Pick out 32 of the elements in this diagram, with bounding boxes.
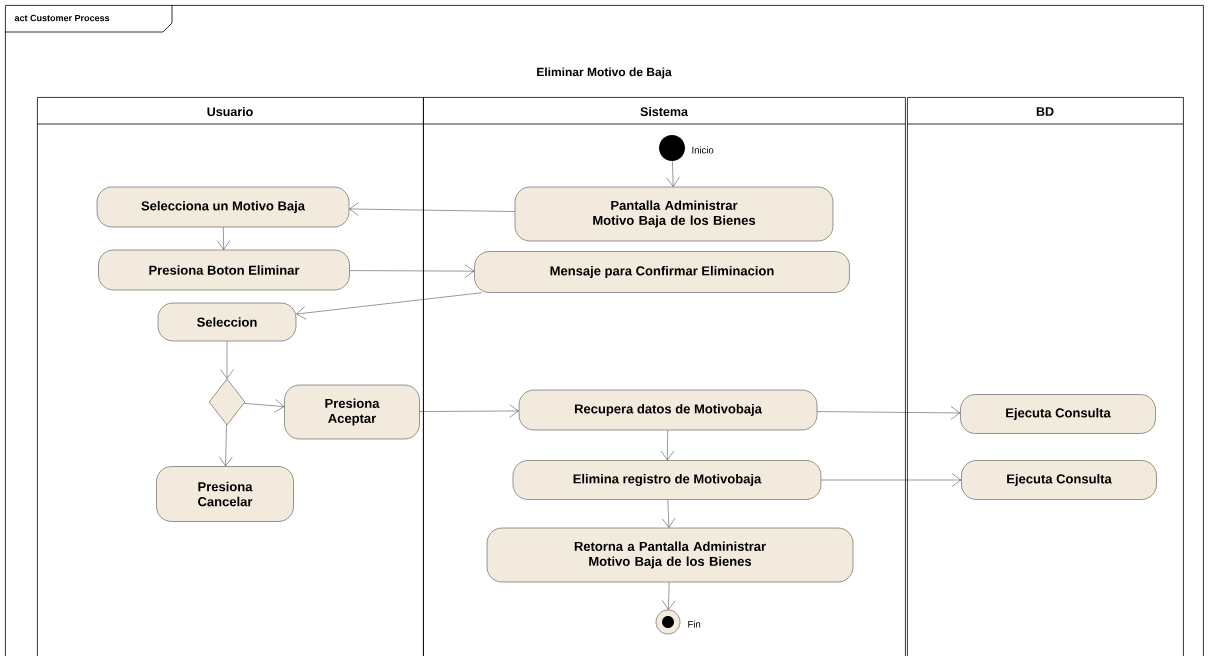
action-box: Selecciona un Motivo Baja — [96, 186, 350, 228]
action-box: Mensaje para Confirmar Eliminacion — [474, 251, 850, 293]
action-box: Recupera datos de Motivobaja — [518, 389, 818, 431]
arrow — [220, 341, 234, 379]
arrow — [666, 161, 680, 187]
arrow — [660, 430, 675, 461]
arrow — [216, 227, 231, 250]
action-box: Presiona Aceptar — [284, 384, 420, 440]
action-box: Ejecuta Consulta — [960, 394, 1156, 434]
arrow — [419, 404, 519, 418]
action-box: Presiona Boton Eliminar — [98, 249, 350, 291]
arrow — [821, 473, 962, 487]
action-box: Elimina registro de Motivobaja — [512, 460, 822, 500]
action-box: Presiona Cancelar — [156, 466, 294, 522]
decision-diamond — [208, 378, 246, 426]
action-box: Seleccion — [157, 302, 297, 342]
node-label: Inicio — [692, 146, 714, 154]
arrow — [349, 202, 515, 216]
arrow — [661, 499, 676, 528]
arrow — [349, 264, 475, 278]
arrow — [219, 424, 233, 467]
end-node — [655, 609, 681, 635]
arrow — [817, 406, 961, 420]
start-node — [659, 135, 685, 161]
arrow — [661, 582, 676, 610]
arrow — [296, 292, 483, 320]
diagram-title: Eliminar Motivo de Baja — [537, 67, 672, 79]
action-box: Pantalla Administrar Motivo Baja de los Bienes — [514, 186, 834, 242]
action-box: Retorna a Pantalla Administrar Motivo Baja de los Bienes — [486, 527, 854, 583]
action-box: Ejecuta Consulta — [961, 460, 1157, 500]
node-label: Fin — [688, 620, 701, 628]
arrow — [243, 399, 285, 413]
